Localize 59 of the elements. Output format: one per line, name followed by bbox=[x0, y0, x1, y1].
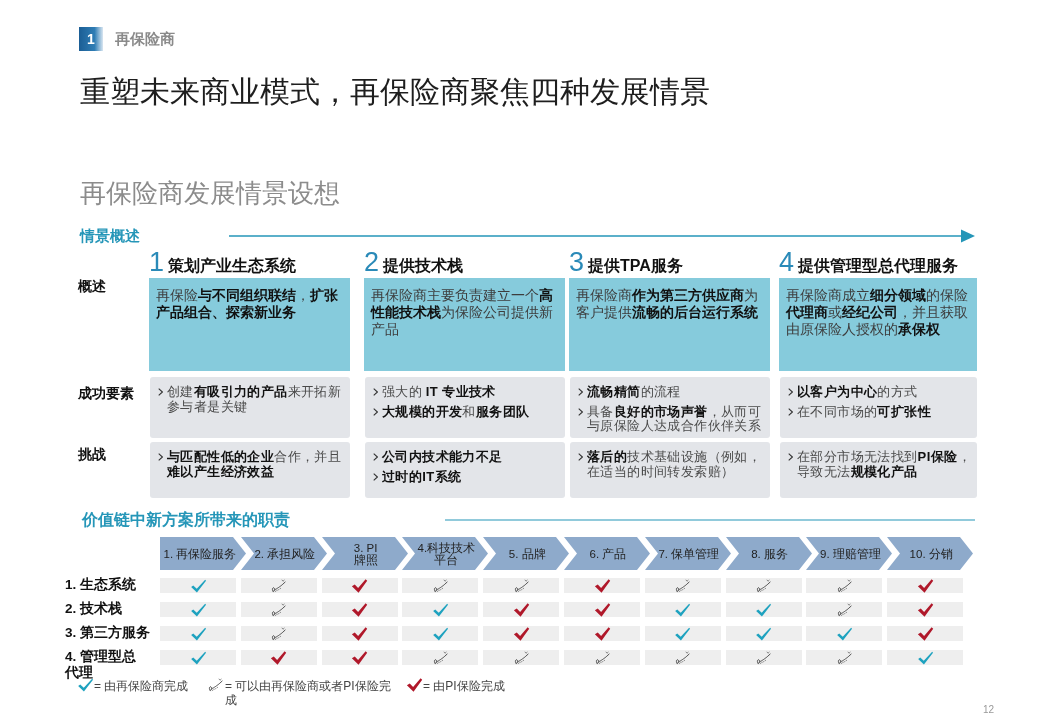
chevron-step: 2. 承担风险 bbox=[240, 537, 327, 570]
description-box: 再保险商成立细分领域的保险代理商或经纪公司，并且获取由原保险人授权的承保权 bbox=[779, 278, 977, 371]
bullet-text: 强大的 IT 专业技术 bbox=[382, 385, 496, 400]
scenario-heading: 提供TPA服务 bbox=[588, 256, 683, 276]
chevron-step: 1. 再保险服务 bbox=[160, 537, 246, 570]
row-label: 概述 bbox=[78, 278, 106, 295]
text-box bbox=[570, 377, 770, 438]
chevron-step: 6. 产品 bbox=[564, 537, 650, 570]
text-box bbox=[780, 442, 977, 498]
page-number: 12 bbox=[983, 704, 995, 716]
bullet-text: 具备良好的市场声誉，从而可与原保险人达成合作伙伴关系 bbox=[587, 404, 763, 434]
bullet-text: 大规模的开发和服务团队 bbox=[382, 404, 530, 419]
section-label: 再保险商 bbox=[115, 29, 175, 48]
subtitle: 再保险商发展情景设想 bbox=[80, 177, 340, 209]
chevron-step: 9. 理赔管理 bbox=[806, 537, 893, 570]
legend-text: = 可以由再保险商或者PI保险完成 bbox=[225, 679, 391, 707]
bullet-text: 与匹配性低的企业合作，并且难以产生经济效益 bbox=[167, 450, 343, 479]
scenario-number: 4 bbox=[779, 248, 795, 276]
bullet-text: 在不同市场的可扩张性 bbox=[797, 404, 931, 419]
row-label: 成功要素 bbox=[78, 385, 134, 402]
row-label: 1. 生态系统 bbox=[65, 577, 136, 593]
row-label: 挑战 bbox=[78, 446, 106, 463]
row-label: 2. 技术栈 bbox=[65, 601, 122, 617]
description-box: 再保险商作为第三方供应商为客户提供流畅的后台运行系统 bbox=[569, 278, 770, 371]
bullet-text: 落后的技术基础设施（例如，在适当的时间转发索赔） bbox=[587, 450, 763, 479]
scenario-heading: 策划产业生态系统 bbox=[168, 256, 297, 276]
legend-text: = 由PI保险完成 bbox=[423, 679, 506, 693]
description-box: 再保险与不同组织联结，扩张产品组合、探索新业务 bbox=[149, 278, 350, 371]
chevron-step: 8. 服务 bbox=[725, 537, 812, 570]
bullet-text: 流畅精简的流程 bbox=[587, 385, 681, 400]
chevron-step: 10. 分销 bbox=[887, 537, 974, 570]
row-label: 3. 第三方服务 bbox=[65, 625, 150, 641]
section-heading: 情景概述 bbox=[80, 227, 140, 245]
bullet-text: 在部分市场无法找到PI保险，导致无法规模化产品 bbox=[797, 450, 972, 479]
text-box bbox=[570, 442, 770, 498]
number-badge: 1 bbox=[79, 27, 103, 51]
chevron-step: 4.科技技术平台 bbox=[402, 537, 489, 570]
scenario-number: 2 bbox=[364, 248, 380, 276]
text-box bbox=[365, 442, 565, 498]
text-box bbox=[150, 442, 350, 498]
bullet-text: 公司内技术能力不足 bbox=[382, 450, 503, 465]
legend-text: = 由再保险商完成 bbox=[94, 679, 190, 693]
text-box bbox=[780, 377, 977, 438]
bullet-text: 过时的IT系统 bbox=[382, 469, 462, 484]
scenario-number: 1 bbox=[149, 248, 165, 276]
title: 重塑未来商业模式，再保险商聚焦四种发展情景 bbox=[80, 74, 710, 110]
description-box: 再保险商主要负责建立一个高性能技术栈为保险公司提供新产品 bbox=[364, 278, 565, 371]
section-heading: 价值链中新方案所带来的职责 bbox=[82, 510, 290, 529]
text-box bbox=[150, 377, 350, 438]
chevron-step: 3. PI牌照 bbox=[321, 537, 408, 570]
chevron-step: 7. 保单管理 bbox=[644, 537, 731, 570]
chevron-step: 5. 品牌 bbox=[483, 537, 570, 570]
scenario-heading: 提供技术栈 bbox=[383, 256, 464, 276]
scenario-number: 3 bbox=[569, 248, 585, 276]
scenario-heading: 提供管理型总代理服务 bbox=[798, 256, 959, 276]
bullet-text: 创建有吸引力的产品来开拓新参与者是关键 bbox=[167, 385, 343, 414]
bullet-text: 以客户为中心的方式 bbox=[797, 385, 918, 400]
row-label: 4. 管理型总代理 bbox=[65, 649, 137, 680]
text-box bbox=[365, 377, 565, 438]
